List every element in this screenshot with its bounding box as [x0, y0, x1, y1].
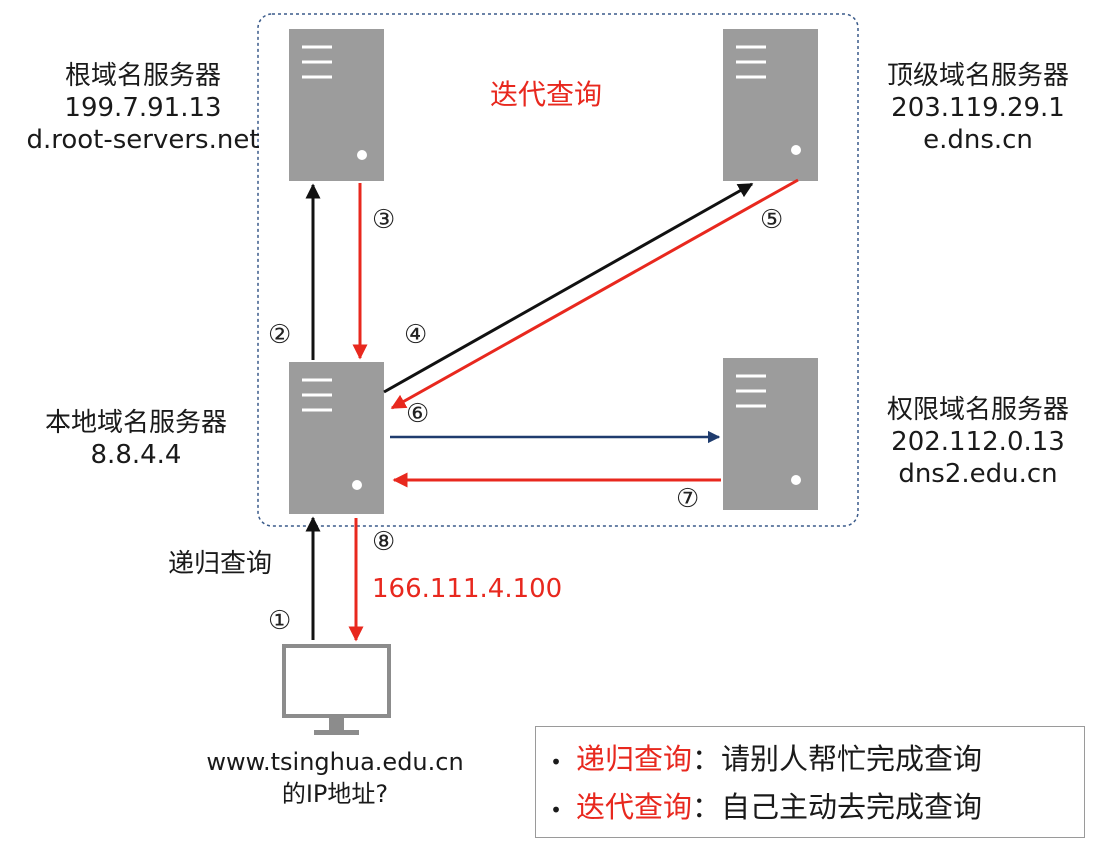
- legend-desc-recursive: 请别人帮忙完成查询: [721, 742, 983, 776]
- authoritative-server-name: 权限域名服务器: [886, 395, 1069, 425]
- root-server-name: 根域名服务器: [64, 61, 221, 91]
- local-server-label: 本地域名服务器 8.8.4.4: [16, 407, 256, 471]
- arrow-step-4: [383, 182, 754, 394]
- client-question: 的IP地址?: [281, 780, 389, 808]
- tld-server-icon: [723, 29, 818, 181]
- legend-bullet: •: [550, 798, 562, 822]
- tld-server-name: 顶级域名服务器: [886, 61, 1069, 91]
- authoritative-server-label: 权限域名服务器 202.112.0.13 dns2.edu.cn: [858, 394, 1098, 490]
- legend-term-iterative: 迭代查询: [576, 790, 693, 824]
- step-3-number: ③: [372, 205, 396, 235]
- authoritative-server-icon: [723, 358, 818, 510]
- root-server-label: 根域名服务器 199.7.91.13 d.root-servers.net: [18, 60, 268, 156]
- legend-box: •递归查询：请别人帮忙完成查询 •迭代查询：自己主动去完成查询: [535, 726, 1085, 838]
- local-server-icon: [289, 362, 384, 514]
- local-server-ip: 8.8.4.4: [90, 440, 182, 470]
- iterative-query-region: [257, 13, 859, 527]
- client-domain: www.tsinghua.edu.cn: [206, 748, 464, 776]
- step-2-number: ②: [268, 320, 292, 350]
- step-4-number: ④: [404, 320, 428, 350]
- step-7-number: ⑦: [676, 484, 700, 514]
- authoritative-server-ip: 202.112.0.13: [891, 427, 1065, 457]
- client-query-label: www.tsinghua.edu.cn 的IP地址?: [180, 746, 490, 810]
- arrow-step-5: [390, 178, 799, 410]
- root-server-icon: [289, 29, 384, 181]
- step-5-number: ⑤: [760, 205, 784, 235]
- recursive-query-label: 递归查询: [168, 549, 273, 579]
- client-computer-icon: [282, 644, 391, 735]
- iterative-query-title: 迭代查询: [490, 78, 603, 111]
- local-server-name: 本地域名服务器: [44, 408, 227, 438]
- tld-server-host: e.dns.cn: [923, 125, 1033, 155]
- legend-desc-iterative: 自己主动去完成查询: [721, 790, 983, 824]
- root-server-ip: 199.7.91.13: [64, 93, 222, 123]
- step-6-number: ⑥: [406, 399, 430, 429]
- step-1-number: ①: [268, 606, 292, 636]
- step-8-number: ⑧: [372, 527, 396, 557]
- legend-colon: ：: [692, 790, 722, 824]
- tld-server-ip: 203.119.29.1: [891, 93, 1065, 123]
- legend-row-iterative: • 迭代查询：自己主动去完成查询: [536, 787, 982, 827]
- legend-colon: ：: [692, 742, 722, 776]
- legend-term-recursive: 递归查询: [576, 742, 693, 776]
- answer-ip-label: 166.111.4.100: [372, 574, 563, 604]
- authoritative-server-host: dns2.edu.cn: [898, 459, 1058, 489]
- tld-server-label: 顶级域名服务器 203.119.29.1 e.dns.cn: [858, 60, 1098, 156]
- root-server-host: d.root-servers.net: [26, 125, 260, 155]
- legend-bullet: •: [550, 750, 562, 774]
- legend-row-recursive: • 递归查询：请别人帮忙完成查询: [536, 739, 982, 779]
